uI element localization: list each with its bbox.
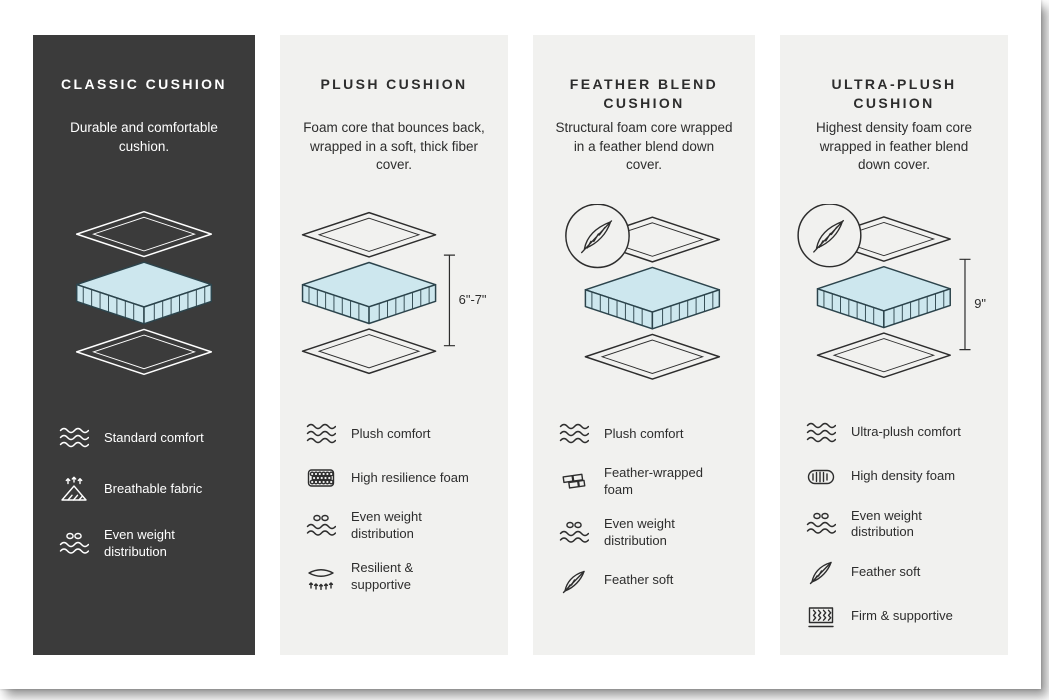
card-title: CLASSIC CUSHION: [61, 76, 227, 92]
feature-label: Resilient & supportive: [351, 560, 414, 592]
feather-badge-icon: [565, 203, 630, 268]
feature-item: Feather-wrapped foam: [557, 465, 739, 498]
feature-list: Plush comfort High resilience foam Even …: [296, 421, 492, 594]
cushion-diagram: [49, 177, 239, 409]
feature-item: Even weight distribution: [557, 516, 739, 549]
foam-bubbles-icon: [304, 465, 338, 491]
cushion-layers-illustration: 6"-7": [301, 211, 487, 375]
card-ultra-plush-cushion: ULTRA-PLUSH CUSHION Highest density foam…: [780, 35, 1008, 655]
cushion-diagram: 9": [796, 177, 992, 408]
feature-item: Even weight distribution: [57, 527, 239, 560]
weight-distribution-icon: [57, 531, 91, 557]
feature-item: Feather soft: [557, 568, 739, 594]
waves-icon: [804, 420, 838, 446]
measurement-bracket: 6"-7": [443, 254, 487, 347]
weight-distribution-icon: [804, 511, 838, 537]
feature-item: Even weight distribution: [804, 508, 992, 541]
card-plush-cushion: PLUSH CUSHION Foam core that bounces bac…: [280, 35, 508, 655]
cushion-diagram: 6"-7": [296, 177, 492, 409]
card-description: Durable and comfortable cushion.: [70, 120, 218, 154]
feature-list: Plush comfort Feather-wrapped foam Even …: [549, 421, 739, 594]
high-density-foam-icon: [804, 464, 838, 490]
feature-label: Firm & supportive: [851, 607, 953, 623]
feature-label: Even weight distribution: [104, 527, 175, 559]
waves-icon: [557, 421, 591, 447]
foam-bricks-icon: [557, 469, 591, 495]
spring-support-icon: [304, 564, 338, 590]
feather-badge-icon: [797, 203, 862, 268]
feature-label: Plush comfort: [604, 425, 684, 441]
feature-label: Feather-wrapped foam: [604, 465, 703, 497]
waves-icon: [57, 425, 91, 451]
feature-item: Ultra-plush comfort: [804, 420, 992, 446]
thickness-measurement: 9": [974, 296, 986, 311]
feature-label: Breathable fabric: [104, 480, 203, 496]
feature-label: High resilience foam: [351, 469, 469, 485]
feature-label: Ultra-plush comfort: [851, 424, 961, 440]
card-feather-blend-cushion: FEATHER BLEND CUSHION Structural foam co…: [533, 35, 755, 655]
weight-distribution-icon: [304, 513, 338, 539]
cushion-layers-illustration: [75, 210, 213, 376]
feature-label: High density foam: [851, 468, 956, 484]
infographic-sheet: CLASSIC CUSHION Durable and comfortable …: [33, 35, 1008, 655]
cushion-diagram: [549, 177, 739, 409]
feature-label: Plush comfort: [351, 425, 431, 441]
card-description: Highest density foam core wrapped in fea…: [815, 120, 973, 173]
coil-support-icon: [804, 603, 838, 629]
breathable-icon: [57, 476, 91, 502]
feature-label: Standard comfort: [104, 429, 204, 445]
cushion-comparison: CLASSIC CUSHION Durable and comfortable …: [33, 35, 1008, 655]
feature-item: Breathable fabric: [57, 476, 239, 502]
card-title: FEATHER BLEND CUSHION: [569, 76, 719, 111]
waves-icon: [304, 421, 338, 447]
card-description: Foam core that bounces back, wrapped in …: [303, 120, 485, 173]
feather-icon: [557, 568, 591, 594]
feature-list: Ultra-plush comfort High density foam Ev…: [796, 420, 992, 629]
card-description: Structural foam core wrapped in a feathe…: [555, 120, 733, 173]
measurement-bracket: 9": [959, 258, 986, 351]
card-title: PLUSH CUSHION: [320, 76, 468, 92]
feature-list: Standard comfort Breathable fabric Even …: [49, 425, 239, 560]
feature-item: High density foam: [804, 464, 992, 490]
feature-label: Feather soft: [604, 572, 674, 588]
feature-label: Even weight distribution: [851, 507, 922, 540]
feature-item: High resilience foam: [304, 465, 492, 491]
feature-item: Firm & supportive: [804, 603, 992, 629]
feature-label: Even weight distribution: [604, 516, 675, 548]
feather-icon: [804, 559, 838, 585]
card-title: ULTRA-PLUSH CUSHION: [831, 76, 957, 111]
thickness-measurement: 6"-7": [459, 292, 487, 307]
cushion-layers-illustration: 9": [797, 203, 986, 378]
feature-label: Even weight distribution: [351, 509, 422, 541]
card-classic-cushion: CLASSIC CUSHION Durable and comfortable …: [33, 35, 255, 655]
feature-item: Plush comfort: [304, 421, 492, 447]
feature-item: Even weight distribution: [304, 509, 492, 542]
feature-item: Standard comfort: [57, 425, 239, 451]
feature-label: Feather soft: [851, 563, 921, 579]
feature-item: Plush comfort: [557, 421, 739, 447]
cushion-layers-illustration: [565, 203, 721, 380]
feature-item: Feather soft: [804, 559, 992, 585]
feature-item: Resilient & supportive: [304, 560, 492, 593]
weight-distribution-icon: [557, 520, 591, 546]
